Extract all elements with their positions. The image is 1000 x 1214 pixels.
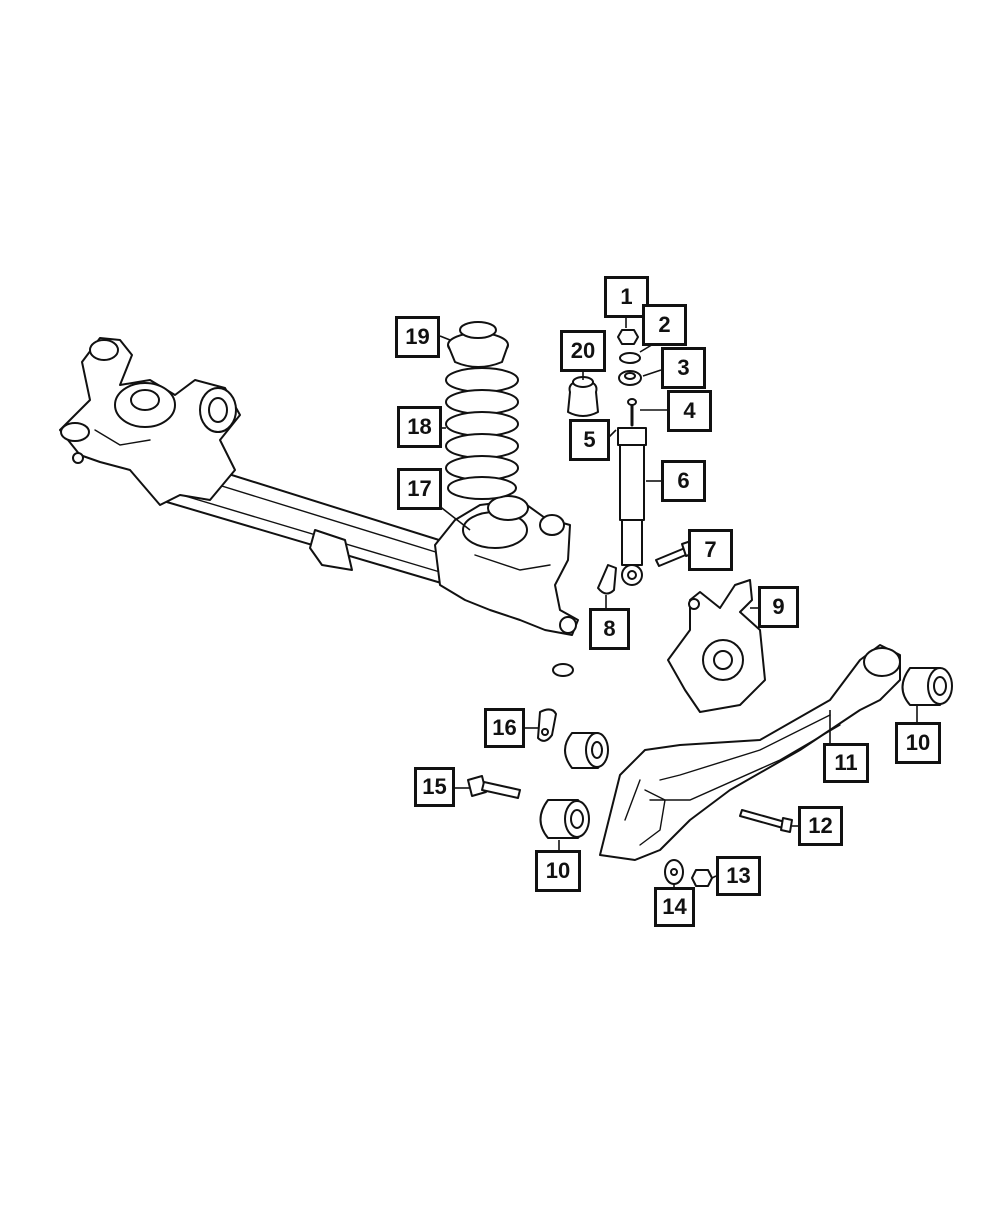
callout-5[interactable]: 5 <box>569 419 610 461</box>
jounce-bumper <box>567 376 599 417</box>
callout-10-left[interactable]: 10 <box>535 850 581 892</box>
callout-19[interactable]: 19 <box>395 316 440 358</box>
callout-6[interactable]: 6 <box>661 460 706 502</box>
steering-knuckle <box>667 579 766 713</box>
callout-2[interactable]: 2 <box>642 304 687 346</box>
callout-10-right[interactable]: 10 <box>895 722 941 764</box>
callout-15[interactable]: 15 <box>414 767 455 807</box>
bushing-right <box>901 667 953 706</box>
cam-adjuster <box>537 708 557 742</box>
callout-3[interactable]: 3 <box>661 347 706 389</box>
callout-18[interactable]: 18 <box>397 406 442 448</box>
callout-14[interactable]: 14 <box>654 887 695 927</box>
callout-17[interactable]: 17 <box>397 468 442 510</box>
callout-1[interactable]: 1 <box>604 276 649 318</box>
bushing-lower <box>539 799 590 839</box>
callout-12[interactable]: 12 <box>798 806 843 846</box>
callout-8[interactable]: 8 <box>589 608 630 650</box>
shock-insulator <box>618 370 642 386</box>
callout-9[interactable]: 9 <box>758 586 799 628</box>
shock-nut <box>617 329 639 345</box>
callout-11[interactable]: 11 <box>823 743 869 783</box>
callout-7[interactable]: 7 <box>688 529 733 571</box>
shock-washer <box>619 352 641 364</box>
callout-13[interactable]: 13 <box>716 856 761 896</box>
nut-13 <box>691 869 713 887</box>
bushing-upper <box>564 732 609 769</box>
cam-washer <box>664 859 684 885</box>
shock-absorber <box>617 398 647 586</box>
control-arm <box>599 644 901 861</box>
callout-4[interactable]: 4 <box>667 390 712 432</box>
callout-20[interactable]: 20 <box>560 330 606 372</box>
cam-bolt-left <box>467 775 521 799</box>
shock-bracket <box>597 564 617 595</box>
cam-bolt-right <box>739 809 793 833</box>
axle-housing <box>59 337 579 677</box>
coil-spring <box>445 367 519 500</box>
spring-upper-isolator <box>447 321 509 368</box>
callout-16[interactable]: 16 <box>484 708 525 748</box>
